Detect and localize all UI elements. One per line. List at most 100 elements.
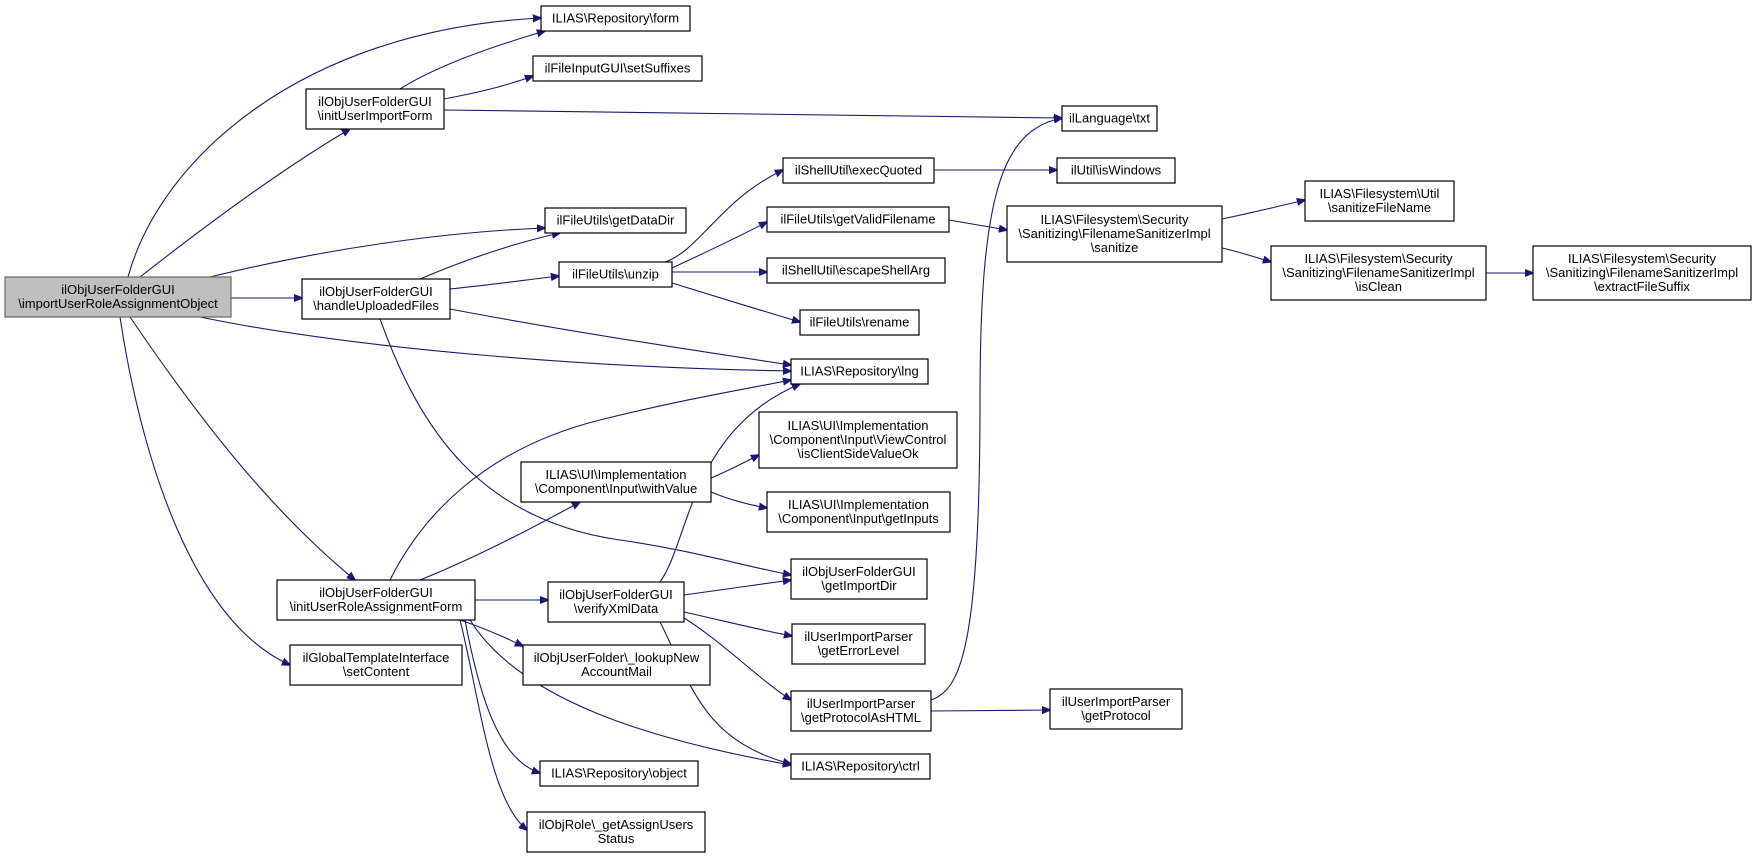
- node-box[interactable]: [276, 579, 476, 621]
- node-label-line: ilFileUtils\getValidFilename: [780, 212, 935, 227]
- node-box[interactable]: [790, 558, 928, 600]
- node-label-line: ILIAS\Filesystem\Security: [1304, 251, 1453, 266]
- node-label-line: \getErrorLevel: [818, 643, 900, 658]
- edge-n22-n23: [683, 580, 791, 596]
- node-box[interactable]: [766, 491, 951, 533]
- node-n30[interactable]: ILIAS\Repository\object: [539, 760, 699, 787]
- node-label-line: \getImportDir: [821, 578, 897, 593]
- node-box[interactable]: [540, 5, 691, 32]
- node-n9[interactable]: ilUtil\isWindows: [1056, 157, 1176, 184]
- edge-n0-n2: [139, 129, 350, 278]
- node-n13[interactable]: ILIAS\Filesystem\Security\Sanitizing\Fil…: [1270, 245, 1487, 301]
- edge-n0-n27: [119, 316, 290, 665]
- node-label-line: ILIAS\Filesystem\Security: [1568, 251, 1717, 266]
- node-box[interactable]: [791, 623, 926, 665]
- node-box[interactable]: [1056, 157, 1176, 184]
- node-box[interactable]: [544, 207, 687, 234]
- node-box[interactable]: [526, 811, 706, 853]
- node-label-line: ilShellUtil\escapeShellArg: [782, 263, 930, 278]
- edge-n22-n29: [659, 621, 791, 764]
- node-label-line: Status: [598, 831, 635, 846]
- node-box[interactable]: [766, 257, 946, 284]
- node-box[interactable]: [4, 276, 232, 318]
- node-layer: ilObjUserFolderGUI\importUserRoleAssignm…: [4, 5, 1752, 853]
- node-box[interactable]: [1061, 105, 1158, 132]
- node-box[interactable]: [539, 760, 699, 787]
- node-box[interactable]: [790, 690, 932, 732]
- node-box[interactable]: [1532, 245, 1752, 301]
- node-box[interactable]: [522, 644, 711, 686]
- node-box[interactable]: [799, 309, 920, 336]
- node-n1[interactable]: ILIAS\Repository\form: [540, 5, 691, 32]
- node-n2[interactable]: ilObjUserFolderGUI\initUserImportForm: [305, 88, 445, 130]
- node-n23[interactable]: ilObjUserFolderGUI\getImportDir: [790, 558, 928, 600]
- edge-n6-n17: [449, 308, 791, 365]
- node-n11[interactable]: ILIAS\Filesystem\Security\Sanitizing\Fil…: [1006, 205, 1223, 263]
- node-box[interactable]: [301, 278, 451, 320]
- node-label-line: ILIAS\UI\Implementation: [788, 497, 929, 512]
- node-box[interactable]: [758, 411, 958, 469]
- node-label-line: \initUserRoleAssignmentForm: [290, 599, 463, 614]
- node-label-line: \isClean: [1355, 279, 1402, 294]
- node-n0[interactable]: ilObjUserFolderGUI\importUserRoleAssignm…: [4, 276, 232, 318]
- node-n5[interactable]: ilFileUtils\getDataDir: [544, 207, 687, 234]
- node-box[interactable]: [1270, 245, 1487, 301]
- node-box[interactable]: [1049, 688, 1183, 730]
- node-label-line: ILIAS\UI\Implementation: [788, 418, 929, 433]
- node-n21[interactable]: ilObjUserFolderGUI\initUserRoleAssignmen…: [276, 579, 476, 621]
- node-n10[interactable]: ilFileUtils\getValidFilename: [766, 206, 950, 233]
- node-box[interactable]: [305, 88, 445, 130]
- node-n7[interactable]: ilFileUtils\unzip: [558, 261, 673, 288]
- node-n27[interactable]: ilGlobalTemplateInterface\setContent: [289, 644, 463, 686]
- node-n20[interactable]: ILIAS\UI\Implementation\Component\Input\…: [766, 491, 951, 533]
- node-label-line: ilObjUserFolderGUI: [61, 282, 174, 297]
- node-label-line: ilFileUtils\rename: [810, 315, 910, 330]
- node-box[interactable]: [1006, 205, 1223, 263]
- node-label-line: ilUserImportParser: [1062, 694, 1171, 709]
- node-n8[interactable]: ilShellUtil\execQuoted: [782, 157, 935, 184]
- edge-n2-n4: [443, 109, 1062, 118]
- node-n14[interactable]: ILIAS\Filesystem\Security\Sanitizing\Fil…: [1532, 245, 1752, 301]
- node-label-line: ilFileInputGUI\setSuffixes: [545, 61, 691, 76]
- node-box[interactable]: [790, 753, 931, 780]
- node-n24[interactable]: ilUserImportParser\getErrorLevel: [791, 623, 926, 665]
- node-box[interactable]: [782, 157, 935, 184]
- node-n18[interactable]: ILIAS\UI\Implementation\Component\Input\…: [520, 461, 712, 503]
- node-box[interactable]: [547, 581, 685, 623]
- node-n15[interactable]: ilShellUtil\escapeShellArg: [766, 257, 946, 284]
- node-n26[interactable]: ilUserImportParser\getProtocol: [1049, 688, 1183, 730]
- node-label-line: \verifyXmlData: [574, 601, 659, 616]
- edge-n18-n19: [710, 455, 759, 479]
- node-n22[interactable]: ilObjUserFolderGUI\verifyXmlData: [547, 581, 685, 623]
- node-label-line: \getProtocol: [1081, 708, 1150, 723]
- edge-n7-n10: [671, 222, 767, 269]
- node-n16[interactable]: ilFileUtils\rename: [799, 309, 920, 336]
- node-n29[interactable]: ILIAS\Repository\ctrl: [790, 753, 931, 780]
- node-n12[interactable]: ILIAS\Filesystem\Util\sanitizeFileName: [1304, 180, 1455, 222]
- node-n25[interactable]: ilUserImportParser\getProtocolAsHTML: [790, 690, 932, 732]
- node-label-line: AccountMail: [581, 664, 652, 679]
- node-n17[interactable]: ILIAS\Repository\lng: [790, 358, 929, 385]
- node-box[interactable]: [520, 461, 712, 503]
- edge-n6-n5: [419, 233, 560, 280]
- node-box[interactable]: [289, 644, 463, 686]
- node-box[interactable]: [766, 206, 950, 233]
- node-n6[interactable]: ilObjUserFolderGUI\handleUploadedFiles: [301, 278, 451, 320]
- node-label-line: \Component\Input\withValue: [535, 481, 697, 496]
- node-box[interactable]: [1304, 180, 1455, 222]
- node-label-line: ilObjUserFolderGUI: [559, 587, 672, 602]
- edge-n21-n31: [459, 619, 527, 830]
- node-box[interactable]: [558, 261, 673, 288]
- edge-n2-n1: [399, 31, 545, 90]
- node-n4[interactable]: ilLanguage\txt: [1061, 105, 1158, 132]
- node-n19[interactable]: ILIAS\UI\Implementation\Component\Input\…: [758, 411, 958, 469]
- node-box[interactable]: [790, 358, 929, 385]
- edge-n6-n23: [379, 318, 791, 575]
- edge-n0-n5: [209, 228, 545, 278]
- edge-n6-n7: [449, 276, 559, 290]
- edge-n7-n16: [671, 282, 800, 322]
- node-n3[interactable]: ilFileInputGUI\setSuffixes: [532, 55, 703, 82]
- node-box[interactable]: [532, 55, 703, 82]
